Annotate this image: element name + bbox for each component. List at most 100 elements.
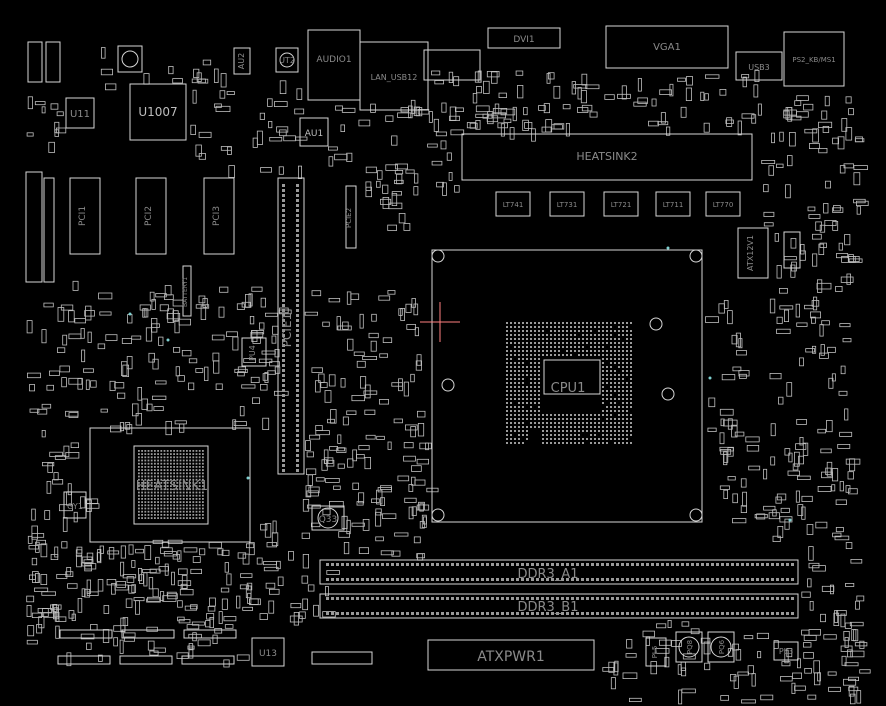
passive-component xyxy=(215,383,223,390)
passive-component xyxy=(854,642,868,647)
lga-pad xyxy=(518,362,520,364)
dimm-pin xyxy=(711,597,714,600)
lga-pad xyxy=(630,398,632,400)
bga-ball xyxy=(166,462,169,465)
passive-component xyxy=(667,620,672,629)
passive-component xyxy=(220,73,227,88)
dimm-pin xyxy=(641,612,644,615)
bga-ball xyxy=(147,517,150,519)
passive-component xyxy=(268,588,280,595)
dimm-pin xyxy=(646,563,649,566)
passive-component xyxy=(272,520,277,534)
passive-component xyxy=(214,103,222,108)
lga-pad xyxy=(526,358,528,360)
lga-pad xyxy=(530,402,532,404)
passive-component xyxy=(491,71,498,84)
bga-ball xyxy=(198,453,201,455)
bga-ball xyxy=(170,485,172,487)
lga-pad xyxy=(630,418,632,420)
bga-ball xyxy=(195,482,198,484)
lga-pad xyxy=(538,346,540,348)
lga-pad xyxy=(606,342,608,344)
passive-component xyxy=(832,207,844,213)
bga-ball xyxy=(170,491,172,494)
dimm-pin xyxy=(586,597,589,600)
passive-component xyxy=(811,300,820,307)
bga-ball xyxy=(202,517,204,519)
lga-pad xyxy=(506,398,508,400)
lga-pad xyxy=(622,402,624,404)
passive-component xyxy=(67,583,78,589)
passive-component xyxy=(221,598,228,610)
connector-audio-label: AUDIO1 xyxy=(316,55,351,65)
bga-ball xyxy=(163,475,166,478)
lga-pad xyxy=(538,370,540,372)
pcie-pin xyxy=(296,354,299,357)
bga-ball xyxy=(154,466,156,468)
bga-ball xyxy=(157,501,159,503)
pcie-pin xyxy=(296,419,299,422)
cpu-socket-label: CPU1 xyxy=(551,381,586,396)
passive-component xyxy=(825,180,831,189)
lga-pad xyxy=(506,442,508,444)
passive-component xyxy=(167,593,178,600)
lga-pad xyxy=(522,374,524,376)
passive-component xyxy=(198,131,212,138)
passive-component xyxy=(403,442,414,449)
connector-vga-label: VGA1 xyxy=(653,42,681,53)
passive-component xyxy=(128,584,135,594)
bga-ball xyxy=(182,450,185,452)
passive-component xyxy=(145,327,153,342)
pcie-pin xyxy=(296,379,299,382)
passive-component xyxy=(26,320,33,334)
dimm-pin xyxy=(456,563,459,566)
lga-pad xyxy=(518,366,520,368)
passive-component xyxy=(433,118,439,132)
bga-ball xyxy=(147,456,150,459)
bga-ball xyxy=(138,462,140,465)
lga-pad xyxy=(602,370,604,372)
lga-pad xyxy=(534,358,536,360)
lga-pad xyxy=(546,342,548,344)
bga-ball xyxy=(195,514,198,516)
dimm-pin xyxy=(406,612,409,615)
lga-pad xyxy=(618,442,620,444)
passive-component xyxy=(325,477,340,483)
lga-pad xyxy=(570,434,572,436)
bga-ball xyxy=(141,462,143,465)
bga-ball xyxy=(195,466,198,468)
passive-component xyxy=(806,524,814,535)
lga-pad xyxy=(542,338,544,340)
lga-pad xyxy=(518,430,520,432)
bga-ball xyxy=(138,469,140,471)
lga-pad xyxy=(602,330,604,332)
passive-component xyxy=(621,85,627,100)
dimm-pin xyxy=(791,563,794,566)
dimm-pin xyxy=(691,612,694,615)
bga-ball xyxy=(198,517,201,519)
passive-component xyxy=(410,426,417,438)
passive-component xyxy=(327,418,335,424)
dimm-pin xyxy=(491,612,494,615)
lga-pad xyxy=(530,350,532,352)
passive-component xyxy=(849,621,864,627)
passive-component xyxy=(237,552,247,559)
passive-component xyxy=(86,642,92,650)
passive-component xyxy=(306,504,321,509)
passive-component xyxy=(804,128,818,134)
dimm-pin xyxy=(596,612,599,615)
lga-pad xyxy=(630,350,632,352)
passive-component xyxy=(820,344,825,356)
lga-pad xyxy=(602,366,604,368)
lga-pad xyxy=(618,346,620,348)
bga-ball xyxy=(182,466,185,468)
dimm-pin xyxy=(646,578,649,581)
dimm-pin xyxy=(551,563,554,566)
bga-ball xyxy=(166,491,169,494)
lga-pad xyxy=(526,438,528,440)
lga-pad xyxy=(510,398,512,400)
lga-pad xyxy=(542,346,544,348)
dimm-pin xyxy=(616,563,619,566)
passive-component xyxy=(151,298,156,310)
bga-ball xyxy=(176,485,179,487)
